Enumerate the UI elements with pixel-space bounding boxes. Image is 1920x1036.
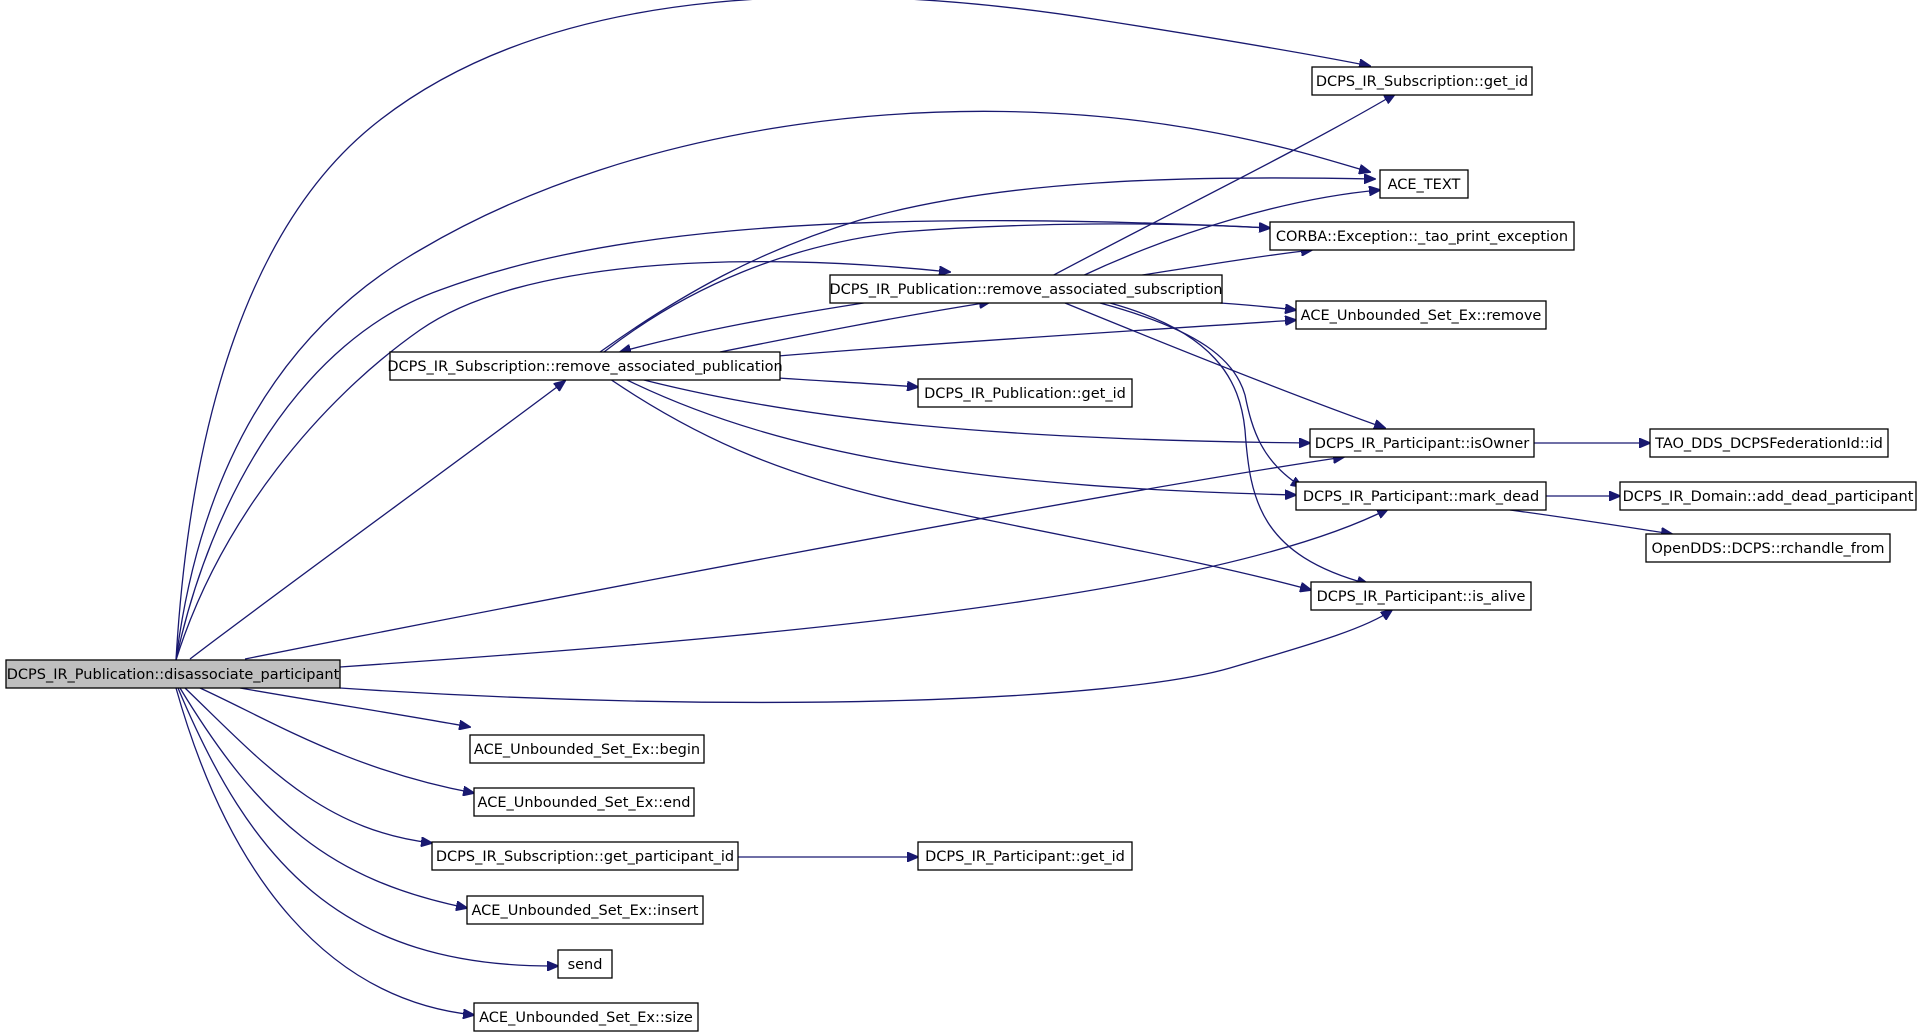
root-node-box: [5, 659, 341, 689]
edge-publication-remove-to-tao-print-exception: [1129, 250, 1312, 278]
edge-subscription-remove-to-tao-print-exception: [603, 224, 1270, 353]
edge-root-to-is-alive: [339, 610, 1392, 704]
edge-publication-remove-to-set-remove: [1219, 302, 1296, 310]
publication-get-id-node[interactable]: DCPS_IR_Publication::get_id: [917, 378, 1133, 408]
participant-get-id-node-box: [917, 841, 1133, 871]
participant-get-id-node-label: DCPS_IR_Participant::get_id: [925, 849, 1125, 865]
publication-get-id-node-box: [917, 378, 1133, 408]
set-end-node[interactable]: ACE_Unbounded_Set_Ex::end: [473, 787, 695, 817]
get-participant-id-node[interactable]: DCPS_IR_Subscription::get_participant_id: [431, 841, 739, 871]
set-remove-node-box: [1295, 300, 1547, 330]
set-begin-node-box: [469, 734, 705, 764]
edge-publication-remove-to-is-owner: [1064, 302, 1385, 428]
federation-id-node-box: [1649, 428, 1889, 458]
subscription-remove-publication-node-label: DCPS_IR_Subscription::remove_associated_…: [387, 359, 782, 375]
root-node-label: DCPS_IR_Publication::disassociate_partic…: [7, 667, 340, 683]
edge-root-to-publication-remove: [175, 260, 950, 661]
edge-root-to-tao-print-exception: [175, 219, 1270, 661]
edge-publication-remove-to-ace-text: [1079, 190, 1380, 278]
ace-text-node[interactable]: ACE_TEXT: [1379, 169, 1469, 199]
edge-subscription-remove-to-is-owner: [639, 378, 1310, 443]
edge-subscription-remove-to-mark-dead: [624, 378, 1296, 495]
set-remove-node[interactable]: ACE_Unbounded_Set_Ex::remove: [1295, 300, 1547, 330]
edge-root-to-subscription-remove: [189, 381, 565, 660]
edge-root-to-mark-dead: [339, 509, 1388, 668]
call-nodes: DCPS_IR_Publication::disassociate_partic…: [5, 66, 1917, 1032]
set-begin-node[interactable]: ACE_Unbounded_Set_Ex::begin: [469, 734, 705, 764]
is-owner-node[interactable]: DCPS_IR_Participant::isOwner: [1309, 428, 1535, 458]
edge-root-to-set-end: [199, 687, 474, 793]
send-node[interactable]: send: [557, 949, 613, 979]
is-owner-node-label: DCPS_IR_Participant::isOwner: [1315, 436, 1529, 452]
rchandle-from-node-box: [1645, 533, 1891, 563]
subscription-get-id-node[interactable]: DCPS_IR_Subscription::get_id: [1311, 66, 1533, 96]
is-alive-node-label: DCPS_IR_Participant::is_alive: [1317, 589, 1526, 605]
edge-subscription-remove-to-set-remove: [777, 320, 1296, 357]
get-participant-id-node-box: [431, 841, 739, 871]
edge-root-to-subscription-get-id: [175, 0, 1370, 661]
ace-text-node-label: ACE_TEXT: [1388, 177, 1461, 193]
tao-print-exception-node-box: [1269, 221, 1575, 251]
publication-remove-subscription-node-box: [829, 274, 1223, 304]
mark-dead-node[interactable]: DCPS_IR_Participant::mark_dead: [1295, 481, 1547, 511]
rchandle-from-node[interactable]: OpenDDS::DCPS::rchandle_from: [1645, 533, 1891, 563]
call-edges: [175, 0, 1672, 1015]
edge-publication-remove-to-subscription-remove: [620, 301, 871, 352]
edge-root-to-get-participant-id: [184, 687, 432, 843]
edge-mark-dead-to-rchandle-from: [1509, 509, 1672, 534]
send-node-label: send: [568, 957, 603, 973]
tao-print-exception-node-label: CORBA::Exception::_tao_print_exception: [1276, 229, 1568, 245]
publication-remove-subscription-node-label: DCPS_IR_Publication::remove_associated_s…: [829, 282, 1222, 298]
edge-subscription-remove-to-ace-text: [599, 178, 1375, 353]
publication-get-id-node-label: DCPS_IR_Publication::get_id: [924, 386, 1126, 402]
federation-id-node[interactable]: TAO_DDS_DCPSFederationId::id: [1649, 428, 1889, 458]
publication-remove-subscription-node[interactable]: DCPS_IR_Publication::remove_associated_s…: [829, 274, 1223, 304]
subscription-remove-publication-node-box: [389, 351, 781, 381]
edge-publication-remove-to-is-alive: [1109, 302, 1368, 584]
set-size-node-box: [473, 1002, 699, 1032]
ace-text-node-box: [1379, 169, 1469, 199]
tao-print-exception-node[interactable]: CORBA::Exception::_tao_print_exception: [1269, 221, 1575, 251]
edge-publication-remove-to-mark-dead: [1099, 302, 1302, 487]
send-node-box: [557, 949, 613, 979]
is-alive-node-box: [1310, 581, 1532, 611]
set-begin-node-label: ACE_Unbounded_Set_Ex::begin: [474, 742, 700, 758]
set-insert-node-label: ACE_Unbounded_Set_Ex::insert: [472, 903, 699, 919]
federation-id-node-label: TAO_DDS_DCPSFederationId::id: [1654, 436, 1883, 452]
mark-dead-node-label: DCPS_IR_Participant::mark_dead: [1303, 489, 1539, 505]
subscription-get-id-node-box: [1311, 66, 1533, 96]
add-dead-participant-node-label: DCPS_IR_Domain::add_dead_participant: [1623, 489, 1914, 505]
edge-root-to-is-owner: [244, 457, 1344, 660]
edge-root-to-ace-text: [175, 110, 1370, 661]
edge-root-to-set-insert: [179, 687, 467, 908]
set-end-node-box: [473, 787, 695, 817]
set-insert-node[interactable]: ACE_Unbounded_Set_Ex::insert: [466, 895, 704, 925]
set-remove-node-label: ACE_Unbounded_Set_Ex::remove: [1301, 308, 1542, 324]
mark-dead-node-box: [1295, 481, 1547, 511]
root-node[interactable]: DCPS_IR_Publication::disassociate_partic…: [5, 659, 341, 689]
get-participant-id-node-label: DCPS_IR_Subscription::get_participant_id: [436, 849, 734, 865]
rchandle-from-node-label: OpenDDS::DCPS::rchandle_from: [1651, 541, 1884, 557]
subscription-get-id-node-label: DCPS_IR_Subscription::get_id: [1316, 74, 1528, 90]
is-alive-node[interactable]: DCPS_IR_Participant::is_alive: [1310, 581, 1532, 611]
set-end-node-label: ACE_Unbounded_Set_Ex::end: [478, 795, 691, 811]
subscription-remove-publication-node[interactable]: DCPS_IR_Subscription::remove_associated_…: [387, 351, 783, 381]
edge-root-to-send: [177, 687, 558, 966]
edge-subscription-remove-to-publication-get-id: [777, 377, 918, 387]
set-size-node[interactable]: ACE_Unbounded_Set_Ex::size: [473, 1002, 699, 1032]
is-owner-node-box: [1309, 428, 1535, 458]
edge-publication-remove-to-subscription-get-id: [1049, 94, 1395, 278]
set-size-node-label: ACE_Unbounded_Set_Ex::size: [479, 1010, 693, 1026]
add-dead-participant-node-box: [1619, 481, 1917, 511]
add-dead-participant-node[interactable]: DCPS_IR_Domain::add_dead_participant: [1619, 481, 1917, 511]
edge-root-to-set-size: [175, 687, 474, 1015]
set-insert-node-box: [466, 895, 704, 925]
edge-subscription-remove-to-is-alive: [609, 378, 1311, 590]
participant-get-id-node[interactable]: DCPS_IR_Participant::get_id: [917, 841, 1133, 871]
edge-subscription-remove-to-publication-remove: [719, 302, 990, 353]
edge-root-to-set-begin: [239, 687, 470, 727]
